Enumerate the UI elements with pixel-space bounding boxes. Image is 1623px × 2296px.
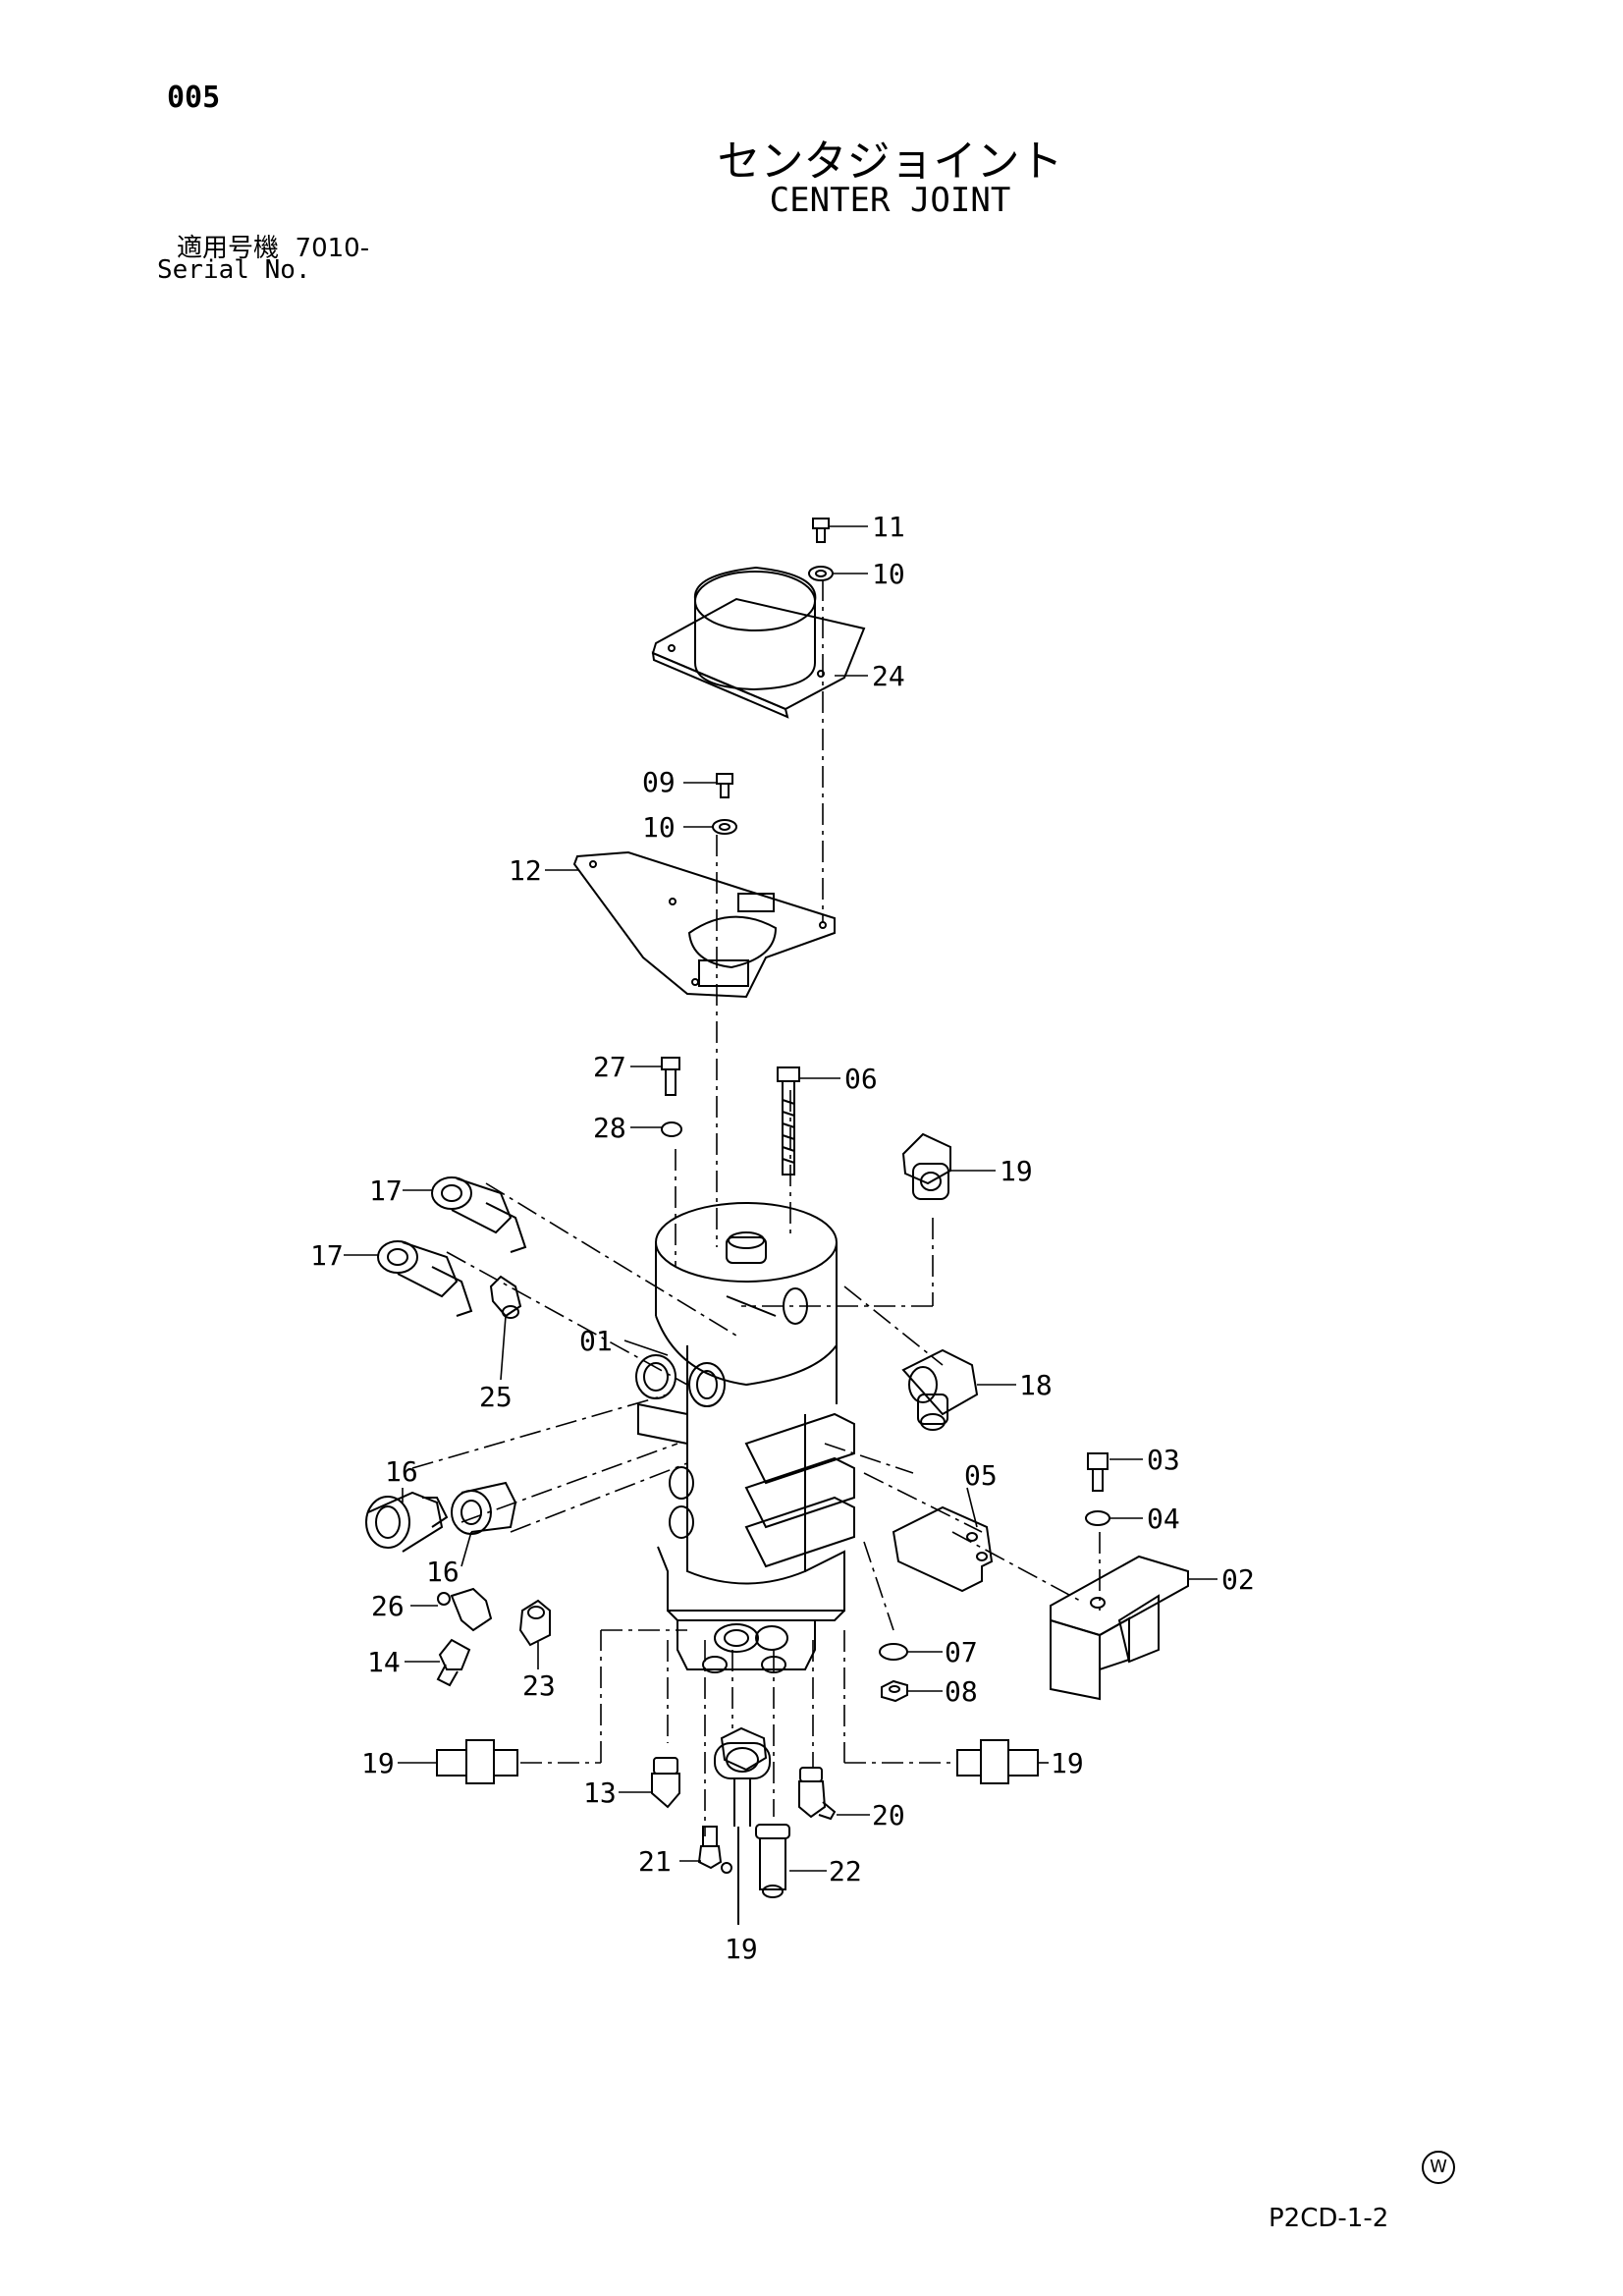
callout-10: 10 bbox=[642, 811, 676, 844]
callout-19-bottom: 19 bbox=[725, 1933, 758, 1965]
bracket-plate-12-icon bbox=[572, 850, 836, 999]
callout-03: 03 bbox=[1147, 1444, 1180, 1476]
callout-22: 22 bbox=[829, 1855, 862, 1887]
fitting-25-icon bbox=[489, 1275, 522, 1319]
callout-07: 07 bbox=[945, 1636, 978, 1668]
callout-27: 27 bbox=[593, 1051, 626, 1083]
callout-20: 20 bbox=[872, 1799, 905, 1831]
elbow-18-icon bbox=[901, 1348, 979, 1431]
lower-manifold-icon bbox=[676, 1620, 816, 1673]
callout-12: 12 bbox=[509, 854, 542, 887]
fitting-16-left-icon bbox=[365, 1491, 449, 1553]
callout-26: 26 bbox=[371, 1590, 405, 1622]
page-number: 005 bbox=[167, 81, 221, 115]
washer-10-icon bbox=[712, 819, 737, 835]
fitting-26-icon bbox=[437, 1587, 493, 1632]
center-joint-body-01-icon bbox=[635, 1202, 855, 1621]
callout-25: 25 bbox=[479, 1381, 513, 1413]
callout-23: 23 bbox=[522, 1669, 556, 1702]
nut-08-icon bbox=[881, 1679, 908, 1703]
callout-19-right: 19 bbox=[1051, 1747, 1084, 1779]
washer-28-icon bbox=[661, 1121, 682, 1137]
fitting-21-icon bbox=[697, 1826, 732, 1874]
callout-17-lower: 17 bbox=[310, 1239, 344, 1272]
fitting-19-right-icon bbox=[956, 1739, 1039, 1784]
callout-19-left: 19 bbox=[361, 1747, 395, 1779]
washer-07-icon bbox=[879, 1643, 908, 1661]
callout-labels: 11 10 24 09 10 12 27 28 06 19 17 17 01 2… bbox=[310, 511, 1255, 1965]
callout-14: 14 bbox=[367, 1646, 401, 1678]
cover-24-icon bbox=[651, 566, 866, 719]
callout-10-top: 10 bbox=[872, 558, 905, 590]
fitting-19-bottom-icon bbox=[714, 1726, 771, 1925]
serial-value: 7010- bbox=[295, 234, 370, 263]
serial-label-jp-text: 適用号機 bbox=[177, 234, 280, 263]
callout-04: 04 bbox=[1147, 1503, 1180, 1535]
fitting-16-right-icon bbox=[451, 1481, 517, 1535]
page-code: P2CD-1-2 bbox=[1269, 2204, 1389, 2233]
fitting-20-icon bbox=[798, 1767, 837, 1821]
callout-16-upper: 16 bbox=[385, 1455, 418, 1488]
callout-05: 05 bbox=[964, 1459, 998, 1492]
centre-lines bbox=[411, 579, 1101, 1836]
watermark-circle-icon: W bbox=[1422, 2151, 1455, 2184]
callout-18: 18 bbox=[1019, 1369, 1053, 1401]
washer-10-top-icon bbox=[808, 566, 834, 581]
washer-04-icon bbox=[1085, 1510, 1110, 1526]
angle-bracket-02-icon bbox=[1050, 1555, 1189, 1701]
callout-09: 09 bbox=[642, 766, 676, 798]
serial-label-english: Serial No. bbox=[157, 255, 311, 285]
callout-24: 24 bbox=[872, 660, 905, 692]
fitting-23-icon bbox=[518, 1599, 551, 1647]
callout-01: 01 bbox=[579, 1325, 613, 1357]
fitting-17-upper-icon bbox=[431, 1176, 527, 1253]
callout-21: 21 bbox=[638, 1845, 672, 1878]
callout-11: 11 bbox=[872, 511, 905, 543]
bolt-27-icon bbox=[661, 1057, 680, 1096]
fitting-17-lower-icon bbox=[377, 1240, 473, 1317]
callout-16-lower: 16 bbox=[426, 1556, 460, 1588]
callout-02: 02 bbox=[1221, 1563, 1255, 1596]
fitting-22-icon bbox=[755, 1824, 790, 1898]
fitting-19-upper-icon bbox=[901, 1132, 951, 1200]
callout-19-upper: 19 bbox=[1000, 1155, 1033, 1187]
callout-17-upper: 17 bbox=[369, 1175, 403, 1207]
page-title-japanese: センタジョイント bbox=[717, 137, 1063, 187]
callout-06: 06 bbox=[844, 1063, 878, 1095]
bolt-03-icon bbox=[1087, 1452, 1109, 1492]
page-title-english: CENTER JOINT bbox=[769, 181, 1011, 220]
plate-05-icon bbox=[892, 1505, 994, 1593]
callout-28: 28 bbox=[593, 1112, 626, 1144]
leader-lines bbox=[344, 525, 1217, 1872]
bolt-11-icon bbox=[812, 518, 830, 543]
fitting-13-icon bbox=[651, 1757, 680, 1809]
fitting-19-left-icon bbox=[436, 1739, 518, 1784]
long-bolt-06-icon bbox=[777, 1066, 800, 1175]
serial-label-japanese: 適用号機 7010- bbox=[177, 228, 369, 264]
callout-13: 13 bbox=[583, 1777, 617, 1809]
fitting-14-icon bbox=[436, 1638, 471, 1687]
callout-08: 08 bbox=[945, 1675, 978, 1708]
bolt-09-icon bbox=[716, 773, 733, 798]
